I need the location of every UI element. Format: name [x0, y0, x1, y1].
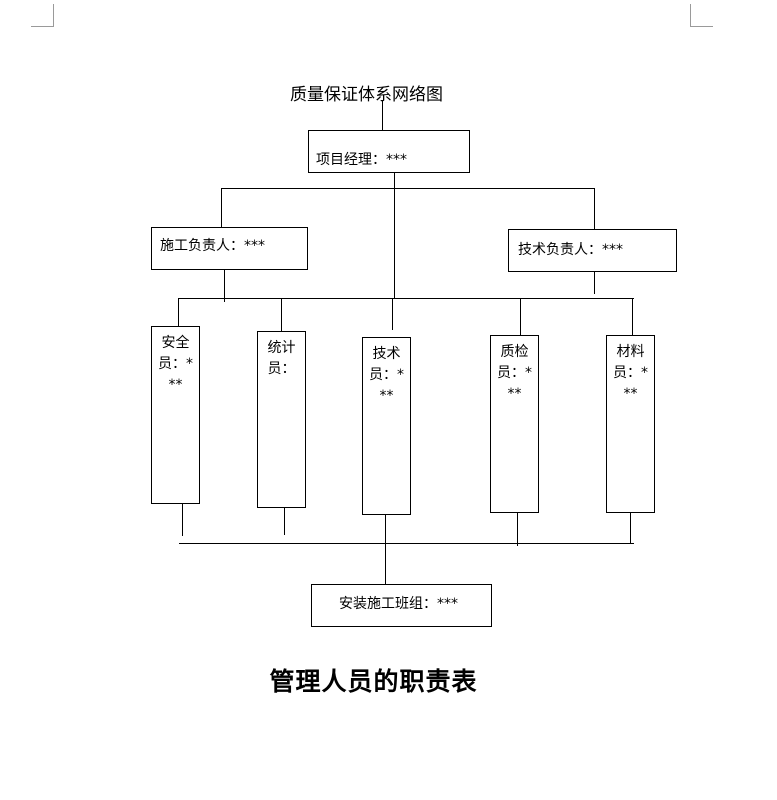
connector-quality-inspector-down	[517, 512, 518, 546]
connector-technical-lead-down	[594, 271, 595, 294]
connector-to-statistics	[281, 298, 282, 332]
materials-officer-box: 材料员：***	[606, 335, 655, 513]
connector-construction-lead-down	[224, 269, 225, 302]
connector-safety-down	[182, 503, 183, 536]
section-heading: 管理人员的职责表	[269, 667, 478, 696]
project-manager-label: 项目经理：***	[316, 152, 407, 168]
connector-manager-trunk	[394, 172, 395, 299]
connector-title-to-manager	[382, 101, 383, 131]
connector-statistics-down	[284, 507, 285, 535]
statistician-box: 统计员：	[257, 331, 306, 508]
construction-lead-box: 施工负责人：***	[151, 227, 308, 270]
materials-officer-label: 材料员：***	[613, 344, 648, 402]
connector-to-safety	[178, 298, 179, 327]
quality-inspector-label: 质检员：***	[497, 344, 532, 402]
project-manager-box: 项目经理：***	[308, 130, 470, 173]
install-team-box: 安装施工班组：***	[311, 584, 492, 627]
technician-box: 技术员：***	[362, 337, 411, 515]
page-corner-mark-top-left	[31, 4, 54, 27]
install-team-label: 安装施工班组：***	[339, 596, 458, 612]
connector-to-technical-lead	[594, 188, 595, 230]
connector-role-bus	[178, 298, 634, 299]
technical-lead-box: 技术负责人：***	[508, 229, 677, 272]
connector-materials-down	[630, 512, 631, 544]
technician-label: 技术员：***	[369, 346, 404, 404]
connector-to-materials	[632, 298, 633, 336]
safety-officer-box: 安全员：***	[151, 326, 200, 504]
statistician-label: 统计员：	[267, 340, 296, 377]
connector-lead-bus	[221, 188, 595, 189]
connector-technician-down	[385, 514, 386, 585]
connector-to-construction-lead	[221, 188, 222, 228]
connector-to-technician	[392, 298, 393, 330]
diagram-title: 质量保证体系网络图	[290, 85, 443, 105]
connector-team-bus	[179, 543, 634, 544]
safety-officer-label: 安全员：***	[158, 335, 193, 393]
quality-inspector-box: 质检员：***	[490, 335, 539, 513]
technical-lead-label: 技术负责人：***	[518, 242, 623, 258]
connector-to-quality-inspector	[520, 298, 521, 336]
page-corner-mark-top-right	[690, 4, 713, 27]
construction-lead-label: 施工负责人：***	[160, 238, 265, 254]
